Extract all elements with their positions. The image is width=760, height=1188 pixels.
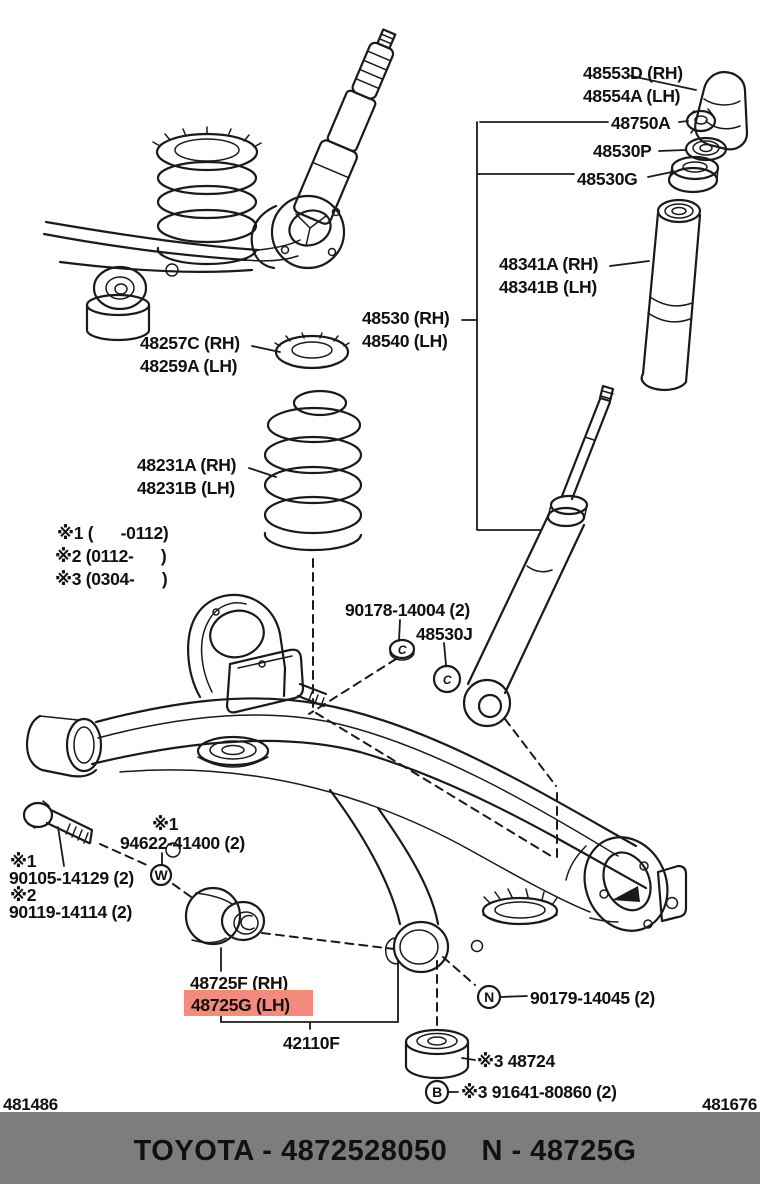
axle-beam-drawing [25,593,688,974]
dashed-connectors [99,558,558,1029]
label-42110f: 42110F [283,1033,340,1053]
arm-bushing-drawing [184,886,266,946]
washer-symbol-w: W [155,867,169,883]
highlighted-part-label: 48725G (LH) [184,990,313,1016]
label-48724: ※3 48724 [477,1051,555,1071]
label-48530p: 48530P [593,141,652,161]
washer-drawing [684,136,728,162]
retainer-ring-drawing: C [432,664,462,694]
pivot-bolt-drawing [22,800,94,845]
label-star-94622: ※1 [152,814,179,834]
label-48530j: 48530J [416,624,473,644]
page-code-right: 481676 [702,1095,757,1114]
label-48530: 48530 (RH) [362,308,449,328]
coil-spring-drawing [263,389,363,552]
label-star-90105: ※1 [10,851,37,871]
nut-c-mark: C [398,643,407,657]
label-48725g: 48725G (LH) [191,995,290,1015]
label-48750a: 48750A [611,113,671,133]
fastener-symbols: W N B [149,863,502,1105]
label-48231a: 48231A (RH) [137,455,236,475]
retainer-c-mark: C [443,673,452,687]
footer-bar: TOYOTA - 4872528050 N - 48725G [0,1112,760,1184]
label-note-3: ※3 (0304- ) [55,569,167,589]
piston-nut-drawing [685,108,717,134]
label-90178: 90178-14004 (2) [345,600,470,620]
highlight-box [184,990,313,1016]
spring-support-drawing [667,155,720,194]
leader-lines [57,75,697,1093]
label-48257c: 48257C (RH) [140,333,240,353]
cylinder-cover-drawing [640,198,702,392]
footer-part-title: TOYOTA - 4872528050 N - 48725G [134,1135,637,1167]
shock-absorber-drawing [462,384,615,728]
label-48540: 48540 (LH) [362,331,448,351]
label-48554a: 48554A (LH) [583,86,680,106]
page-code-left: 481486 [3,1095,58,1114]
footer-background [0,1112,760,1184]
label-90105: 90105-14129 (2) [9,868,134,888]
label-91641: ※3 91641-80860 (2) [461,1082,617,1102]
label-90179: 90179-14045 (2) [530,988,655,1008]
page-codes: 481486 481676 [3,1095,757,1114]
label-note-1: ※1 ( -0112) [57,523,168,543]
label-90119: 90119-14114 (2) [9,902,132,922]
label-48530g: 48530G [577,169,637,189]
flange-nut-drawing: C [388,638,416,661]
part-labels: 48553D (RH) 48554A (LH) 48750A 48530P 48… [9,63,683,1102]
label-48259a: 48259A (LH) [140,356,237,376]
shock-boot-drawing [694,70,749,151]
label-48231b: 48231B (LH) [137,478,235,498]
assembled-suspension-view [42,28,397,342]
cushion-bushing-drawing [404,1028,470,1080]
label-48725f: 48725F (RH) [190,973,288,993]
label-star-90119: ※2 [10,885,37,905]
upper-spring-seat-drawing [274,332,350,370]
label-note-2: ※2 (0112- ) [55,546,166,566]
label-48553d: 48553D (RH) [583,63,683,83]
label-48341a: 48341A (RH) [499,254,598,274]
label-94622: 94622-41400 (2) [120,833,245,853]
bolt-symbol-b: B [432,1084,442,1100]
label-48341b: 48341B (LH) [499,277,597,297]
nut-symbol-n: N [484,989,494,1005]
